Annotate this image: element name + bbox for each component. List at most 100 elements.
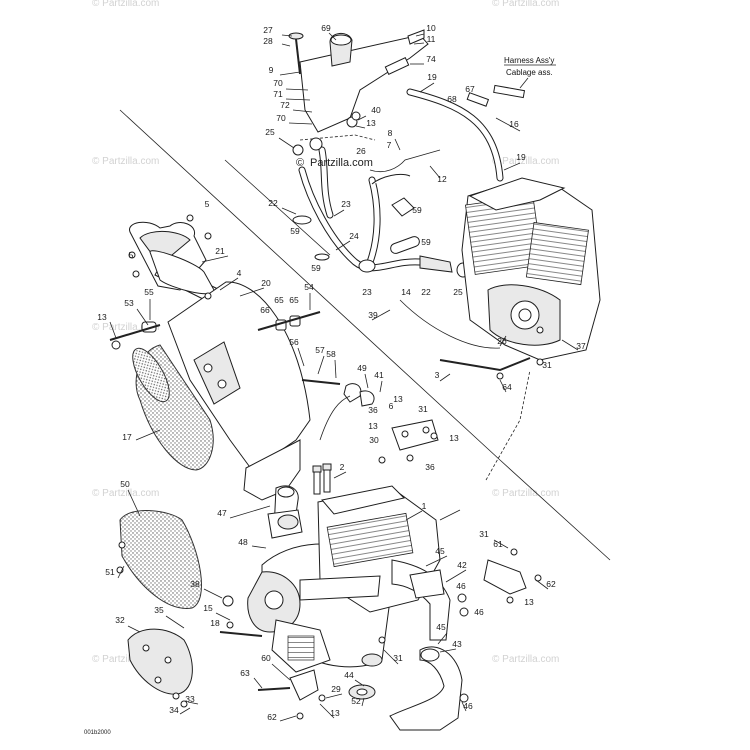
pipe-opening — [420, 648, 440, 662]
callout-23: 23 — [341, 199, 351, 209]
spark-plug-icon — [312, 463, 332, 495]
callout-60: 60 — [261, 653, 271, 663]
callout-49: 49 — [357, 363, 367, 373]
oil-tank-assembly — [288, 29, 429, 133]
callout-13: 13 — [97, 312, 107, 322]
callout-52: 52 — [351, 696, 361, 706]
callout-46: 46 — [456, 581, 466, 591]
bolt-icon — [257, 687, 291, 691]
callout-40: 40 — [371, 105, 381, 115]
bolt-icon — [257, 311, 321, 331]
callout-54: 54 — [304, 282, 314, 292]
callout-44: 44 — [344, 670, 354, 680]
callout-39: 39 — [368, 310, 378, 320]
rubber-mount-icon — [343, 383, 362, 403]
callout-68: 68 — [447, 94, 457, 104]
callout-9: 9 — [269, 65, 274, 75]
callout-59: 59 — [311, 263, 321, 273]
crankcase-hub — [518, 308, 532, 322]
watermark-text: © Partzilla.com — [92, 156, 159, 167]
manifold-fins — [287, 635, 315, 661]
hose-group-upper — [292, 88, 504, 278]
lever-icon — [371, 173, 411, 185]
spark-plug — [323, 469, 331, 493]
callout-28: 28 — [263, 36, 273, 46]
frame-line — [499, 459, 611, 561]
fitting-icon — [309, 137, 323, 151]
callout-25: 25 — [453, 287, 463, 297]
harness-label-fr: Cablage ass. — [506, 68, 553, 77]
callout-57: 57 — [315, 345, 325, 355]
callout-13: 13 — [366, 118, 376, 128]
hardware-group — [109, 214, 544, 720]
callout-59: 59 — [421, 237, 431, 247]
callout-2: 2 — [340, 462, 345, 472]
callout-56: 56 — [289, 337, 299, 347]
callout-59: 59 — [290, 226, 300, 236]
callout-74: 74 — [426, 54, 436, 64]
callout-30: 30 — [369, 435, 379, 445]
clamp-icon — [358, 259, 376, 273]
muffler-icon — [129, 221, 311, 501]
fitting-icon — [292, 144, 304, 156]
watermark-text: © Partzilla.com — [92, 322, 159, 333]
watermark-text: © Partzilla.com — [492, 488, 559, 499]
callout-7: 7 — [387, 140, 392, 150]
callout-13: 13 — [524, 597, 534, 607]
callout-13: 13 — [393, 394, 403, 404]
callout-45: 45 — [436, 622, 446, 632]
head-cover — [321, 485, 405, 515]
callout-41: 41 — [374, 370, 384, 380]
callout-18: 18 — [210, 618, 220, 628]
callout-65: 65 — [289, 295, 299, 305]
manifold-port — [264, 590, 284, 610]
engine-icon — [439, 177, 601, 372]
manifold-assembly — [247, 485, 463, 731]
gasket-icon — [391, 197, 415, 217]
callout-66: 66 — [260, 305, 270, 315]
callout-17: 17 — [122, 432, 132, 442]
hose-elbow — [419, 255, 453, 273]
callout-62: 62 — [546, 579, 556, 589]
callout-59: 59 — [412, 205, 422, 215]
callout-20: 20 — [261, 278, 271, 288]
diagram-code: 001b2000 — [84, 730, 111, 736]
bolt-icon — [217, 379, 227, 389]
callout-10: 10 — [426, 23, 436, 33]
callout-45: 45 — [435, 546, 445, 556]
callout-11: 11 — [427, 34, 436, 44]
grommet-icon — [407, 29, 425, 45]
clamp-icon — [351, 111, 361, 121]
callout-22: 22 — [268, 198, 278, 208]
cylinder-head-top — [468, 177, 566, 211]
callout-14: 14 — [401, 287, 411, 297]
filler-opening — [330, 34, 352, 46]
callout-70: 70 — [273, 78, 283, 88]
manifold-pipe — [299, 575, 381, 601]
callout-58: 58 — [326, 349, 336, 359]
cable-line — [399, 299, 501, 349]
copyright-symbol: © — [296, 157, 304, 169]
bolt-icon — [219, 631, 263, 637]
dipstick — [295, 38, 301, 75]
callout-4: 4 — [237, 268, 242, 278]
cable-line — [369, 149, 441, 173]
connector-icon — [493, 84, 526, 99]
cylinder-fins — [525, 222, 589, 286]
gasket-icon — [390, 236, 420, 254]
callout-21: 21 — [215, 246, 225, 256]
exhaust-clamp — [409, 569, 445, 599]
callout-6: 6 — [389, 401, 394, 411]
exhaust-port — [277, 514, 299, 530]
frame-line — [119, 109, 501, 461]
exhaust-pipe-lower — [389, 646, 463, 731]
callout-31: 31 — [393, 653, 403, 663]
center-watermark: Partzilla.com — [310, 157, 373, 169]
callout-3: 3 — [435, 370, 440, 380]
cylinder-fins — [326, 512, 414, 568]
callout-69: 69 — [321, 23, 331, 33]
flange-opening — [277, 486, 295, 498]
gasket-ring-icon — [292, 215, 312, 225]
callout-48: 48 — [238, 537, 248, 547]
